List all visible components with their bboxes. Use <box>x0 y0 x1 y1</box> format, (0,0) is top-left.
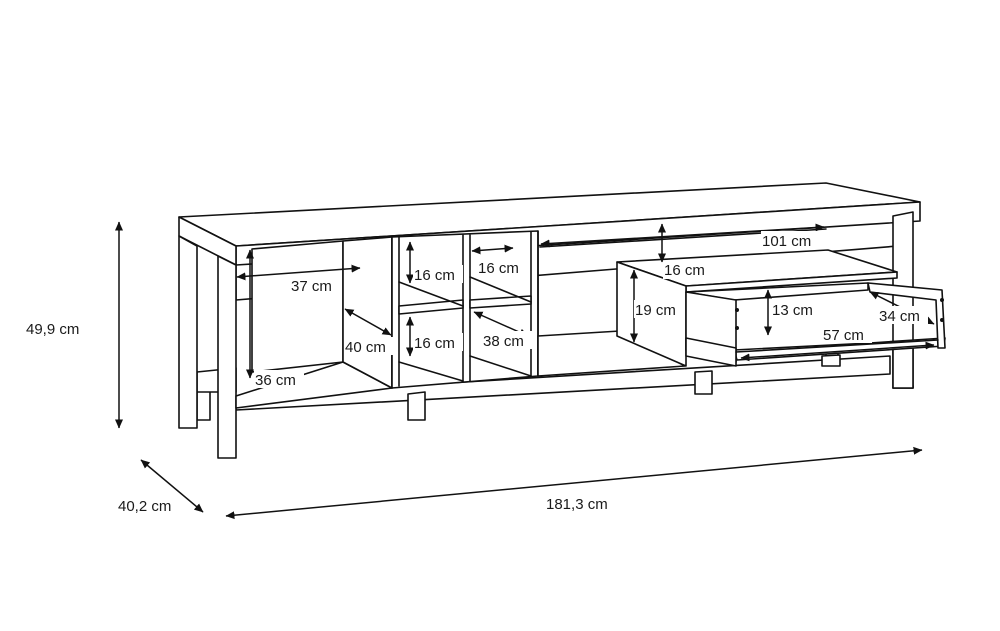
front-leg-right-lower <box>892 343 914 389</box>
right-width-label: 101 cm <box>762 233 811 250</box>
cubby-bottom-height-label: 16 cm <box>414 335 455 352</box>
front-leg-left <box>217 255 237 459</box>
cubby-top-width-label: 16 cm <box>478 260 519 277</box>
drawer-front <box>685 337 737 367</box>
width-label: 181,3 cm <box>546 496 608 513</box>
height-label: 49,9 cm <box>26 321 79 338</box>
cubby-shelf-right <box>469 295 532 309</box>
cubby-floor-left-depth <box>398 361 464 382</box>
drawer-width-label: 57 cm <box>823 327 864 344</box>
cubby-floor-right-depth <box>469 355 532 377</box>
right-lower-height-label: 19 cm <box>635 302 676 319</box>
drawer-height-label: 13 cm <box>772 302 813 319</box>
dimension-arrows <box>115 221 935 520</box>
left-height-label: 36 cm <box>255 372 296 389</box>
drawer-width-arrow <box>740 341 935 362</box>
cubby-top-height-label: 16 cm <box>414 267 455 284</box>
depth-arrow <box>140 459 204 513</box>
cubby-shelf-right-depth <box>469 276 532 303</box>
left-compartment-back <box>251 240 344 373</box>
left-width-label: 37 cm <box>291 278 332 295</box>
drawer-screw-3 <box>940 298 944 302</box>
depth-label: 40,2 cm <box>118 498 171 515</box>
dimension-labels: 49,9 cm 40,2 cm 181,3 cm 37 cm 36 cm 40 … <box>23 231 928 515</box>
right-upper-height-label: 16 cm <box>664 262 705 279</box>
front-leg-mid-left <box>407 391 426 421</box>
left-width-arrow <box>236 264 361 281</box>
cubby-shelf-left <box>398 299 464 315</box>
tv-stand-body <box>178 182 946 459</box>
width-arrow <box>225 446 923 520</box>
right-width-arrow <box>540 223 825 248</box>
left-depth-arrow <box>344 308 392 336</box>
left-side-panel <box>178 235 198 429</box>
drawer-depth-label: 34 cm <box>879 308 920 325</box>
front-leg-mid-right <box>694 370 713 395</box>
drawer-support-foot <box>821 354 841 367</box>
drawer-screw-4 <box>940 318 944 322</box>
cubby-shelf-left-depth <box>398 281 464 307</box>
left-depth-label: 40 cm <box>345 339 386 356</box>
cubby-top-width-arrow <box>471 244 514 255</box>
drawer-screw-1 <box>735 308 739 312</box>
drawer-screw-2 <box>735 326 739 330</box>
cubby-depth-label: 38 cm <box>483 333 524 350</box>
